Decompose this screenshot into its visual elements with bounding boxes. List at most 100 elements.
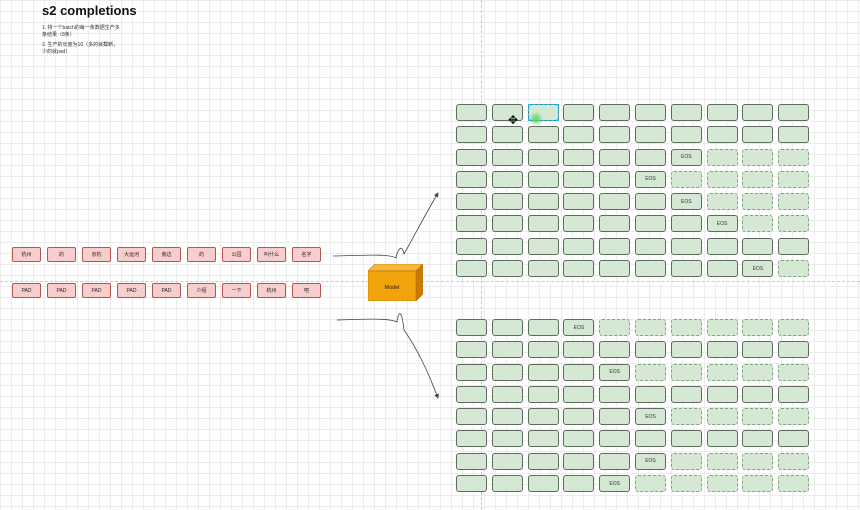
generated-token-cell[interactable] [706,385,738,403]
generated-token-cell[interactable] [670,341,702,359]
generated-token-cell[interactable] [742,237,774,255]
padding-cell[interactable] [778,260,810,278]
input-token[interactable]: 杭州 [12,247,41,262]
generated-token-cell[interactable] [563,341,595,359]
generated-token-cell[interactable] [778,237,810,255]
generated-token-cell[interactable] [527,385,559,403]
generated-token-cell[interactable] [599,193,631,211]
input-token[interactable]: 一下 [222,283,251,298]
padding-cell[interactable] [706,363,738,381]
generated-token-cell[interactable] [706,126,738,144]
generated-token-cell[interactable] [527,193,559,211]
generated-token-cell[interactable] [527,260,559,278]
generated-token-cell[interactable] [563,215,595,233]
generated-token-cell[interactable] [599,215,631,233]
generated-token-cell[interactable] [670,215,702,233]
padding-cell[interactable] [742,148,774,166]
generated-token-cell[interactable] [634,260,666,278]
input-token[interactable]: 的 [47,247,76,262]
padding-cell[interactable] [742,170,774,188]
padding-cell[interactable] [742,452,774,470]
generated-token-cell[interactable] [491,385,523,403]
generated-token-cell[interactable] [491,148,523,166]
padding-cell[interactable] [634,319,666,336]
padding-cell[interactable] [778,408,810,426]
model-block[interactable]: Model [367,263,424,302]
padding-cell[interactable] [670,475,702,493]
padding-cell[interactable] [742,215,774,233]
input-token[interactable]: 大运河 [117,247,146,262]
input-token[interactable]: PAD [12,283,41,298]
generated-token-cell[interactable] [599,408,631,426]
generated-token-cell[interactable] [599,341,631,359]
generated-token-cell[interactable] [670,237,702,255]
generated-token-cell[interactable] [634,237,666,255]
generated-token-cell[interactable] [456,385,487,403]
generated-token-cell[interactable] [491,170,523,188]
input-token[interactable]: 吧 [292,283,321,298]
generated-token-cell[interactable] [563,363,595,381]
generated-token-cell[interactable] [634,385,666,403]
generated-token-cell[interactable] [599,430,631,448]
input-token[interactable]: 旁边 [152,247,181,262]
eos-token-cell[interactable]: EOS [670,148,702,166]
generated-token-cell[interactable] [456,193,487,211]
generated-token-cell[interactable] [456,170,487,188]
generated-token-cell[interactable] [491,260,523,278]
generated-token-cell[interactable] [563,170,595,188]
generated-token-cell[interactable] [527,319,559,336]
input-token[interactable]: 叫什么 [257,247,286,262]
generated-token-cell[interactable] [706,104,738,121]
generated-token-cell[interactable] [778,385,810,403]
generated-token-cell[interactable] [527,363,559,381]
padding-cell[interactable] [778,475,810,493]
generated-token-cell[interactable] [456,126,487,144]
padding-cell[interactable] [599,319,631,336]
generated-token-cell[interactable] [563,385,595,403]
padding-cell[interactable] [670,452,702,470]
padding-cell[interactable] [706,193,738,211]
eos-token-cell[interactable]: EOS [670,193,702,211]
note-2[interactable]: 2. 生产的长度为10（多的就截断，少的就pad） [42,42,119,55]
padding-cell[interactable] [742,408,774,426]
generated-token-cell[interactable] [527,430,559,448]
generated-token-cell[interactable] [742,430,774,448]
generated-token-cell[interactable] [599,170,631,188]
generated-token-cell[interactable] [456,452,487,470]
eos-token-cell[interactable]: EOS [634,408,666,426]
generated-token-cell[interactable] [527,452,559,470]
generated-token-cell[interactable] [563,193,595,211]
generated-token-cell[interactable] [563,260,595,278]
generated-token-cell[interactable] [527,408,559,426]
generated-token-cell[interactable] [778,104,810,121]
generated-token-cell[interactable] [527,237,559,255]
generated-token-cell[interactable] [491,363,523,381]
input-token[interactable]: 名字 [292,247,321,262]
generated-token-cell[interactable] [527,215,559,233]
input-token[interactable]: PAD [152,283,181,298]
generated-token-cell[interactable] [742,341,774,359]
input-token[interactable]: 京杭 [82,247,111,262]
generated-token-cell[interactable] [778,341,810,359]
eos-token-cell[interactable]: EOS [563,319,595,336]
generated-token-cell[interactable] [491,215,523,233]
input-token[interactable]: PAD [82,283,111,298]
input-token[interactable]: PAD [117,283,146,298]
generated-token-cell[interactable] [599,385,631,403]
generated-token-cell[interactable] [491,126,523,144]
generated-token-cell[interactable] [778,430,810,448]
padding-cell[interactable] [778,363,810,381]
padding-cell[interactable] [670,319,702,336]
generated-token-cell[interactable] [599,104,631,121]
generated-token-cell[interactable] [634,104,666,121]
generated-token-cell[interactable] [670,385,702,403]
padding-cell[interactable] [778,319,810,336]
padding-cell[interactable] [778,193,810,211]
generated-token-cell[interactable] [563,104,595,121]
padding-cell[interactable] [706,408,738,426]
generated-token-cell[interactable] [456,237,487,255]
generated-token-cell[interactable] [527,475,559,493]
generated-token-cell[interactable] [742,104,774,121]
generated-token-cell[interactable] [491,104,523,121]
generated-token-cell[interactable] [527,341,559,359]
